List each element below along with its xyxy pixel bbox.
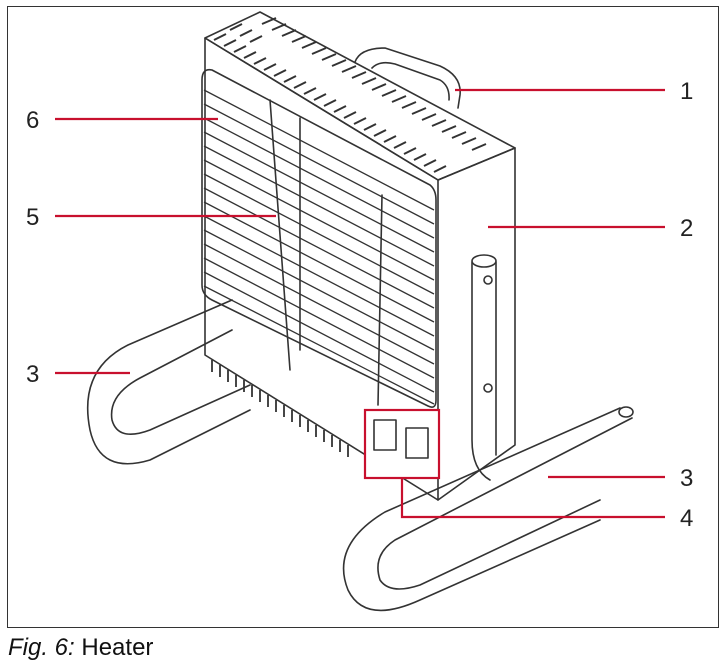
callout-number-6: 6 [26,107,39,134]
right-leg-tube [342,407,621,612]
bottom-vent-slots [211,360,349,457]
switch-highlight [363,408,441,480]
callout-number-3-right: 3 [680,465,693,492]
figure-title: Heater [81,634,154,661]
callout-number-1: 1 [680,78,693,105]
heater-side-face [437,147,516,501]
callout-line-4 [400,478,665,519]
callout-number-4: 4 [680,505,693,532]
callout-number-2: 2 [680,215,693,242]
stand-post [471,261,497,481]
carry-handle [354,47,461,109]
heater-top-face [204,11,516,181]
grille-bars [203,89,435,405]
switch-left [373,419,397,451]
left-leg-tube [86,299,251,465]
switch-right [405,427,429,459]
callout-number-3-left: 3 [26,361,39,388]
top-vent-slots [213,17,487,173]
figure-caption: Fig. 6: Heater [8,634,153,662]
guard-grille [201,68,437,408]
figure-frame [7,6,719,628]
figure-label: Fig. 6: [8,634,75,661]
callout-number-5: 5 [26,204,39,231]
